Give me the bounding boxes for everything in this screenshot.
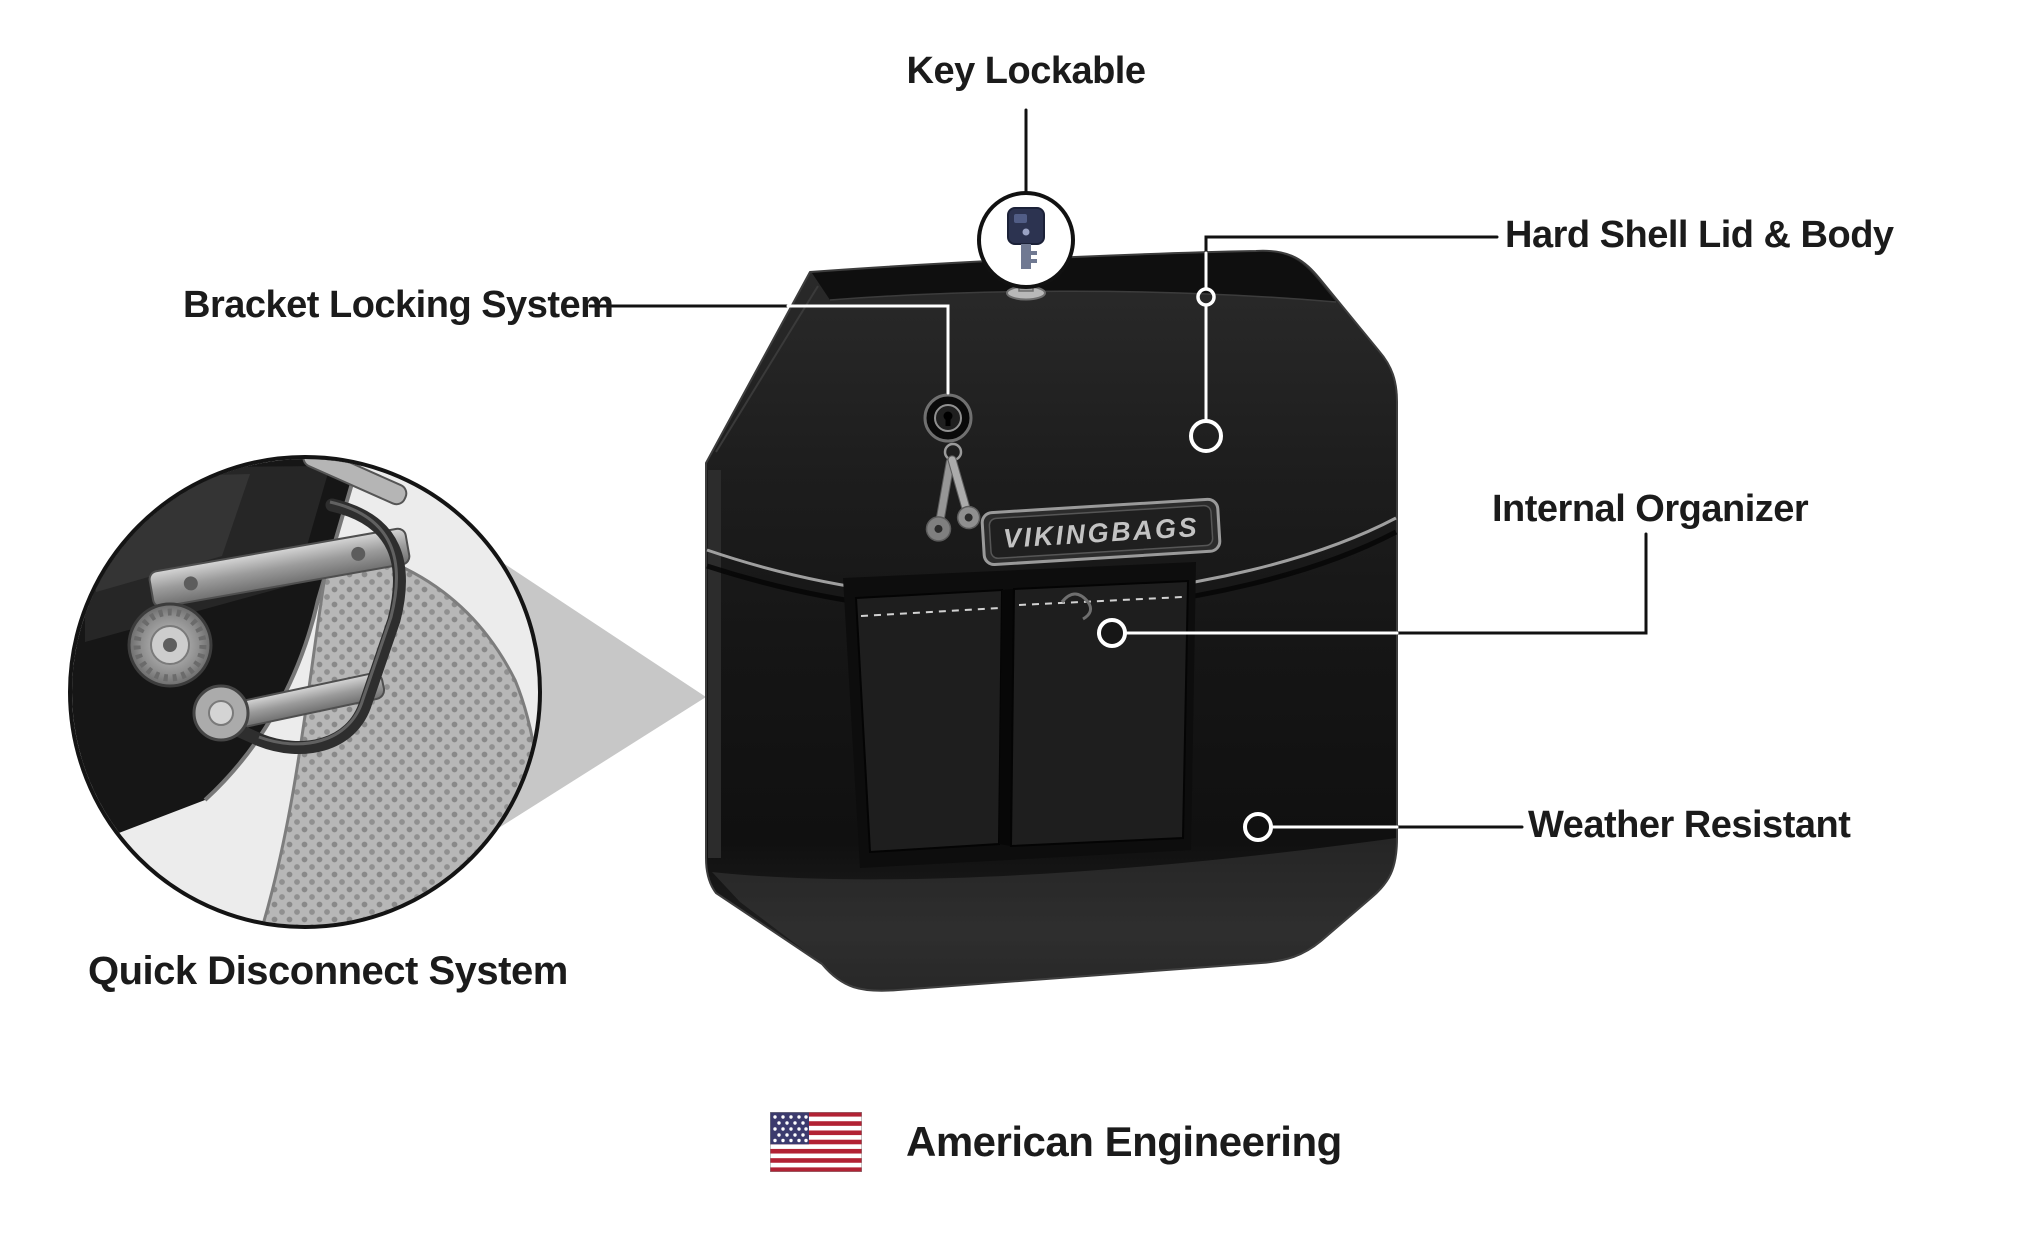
internal-organizer-pockets [843,562,1196,868]
weather-resistant-marker [1243,812,1273,842]
label-weather-resistant: Weather Resistant [1528,804,1851,846]
saddlebag-illustration: VIKINGBAGS [705,249,1398,992]
lid-edge-highlight [829,290,1337,303]
label-hard-shell: Hard Shell Lid & Body [1505,214,1894,256]
key-lockable-badge [977,191,1075,301]
inset-mounting-hardware [127,459,411,754]
left-edge-sheen [708,470,721,858]
keyhole-lock-icon [923,393,981,542]
internal-organizer-marker [1097,618,1127,648]
hard-shell-marker [1189,419,1223,453]
bottom-gloss [712,838,1396,991]
quick-disconnect-inset [68,455,542,929]
lid-chamfer-highlight [715,285,819,453]
label-bracket-locking: Bracket Locking System [183,284,614,326]
brand-plate: VIKINGBAGS [980,497,1222,567]
organizer-hook [1060,592,1093,621]
inset-circle-border [68,455,542,929]
footer-text: American Engineering [906,1118,1342,1165]
us-flag-icon [770,1112,862,1172]
label-internal-organizer: Internal Organizer [1492,488,1809,530]
callout-lines [588,108,1648,842]
label-key-lockable: Key Lockable [906,50,1147,92]
key-icon [1007,207,1045,269]
label-quick-disconnect: Quick Disconnect System [88,949,568,993]
footer: American Engineering [770,1112,1342,1172]
